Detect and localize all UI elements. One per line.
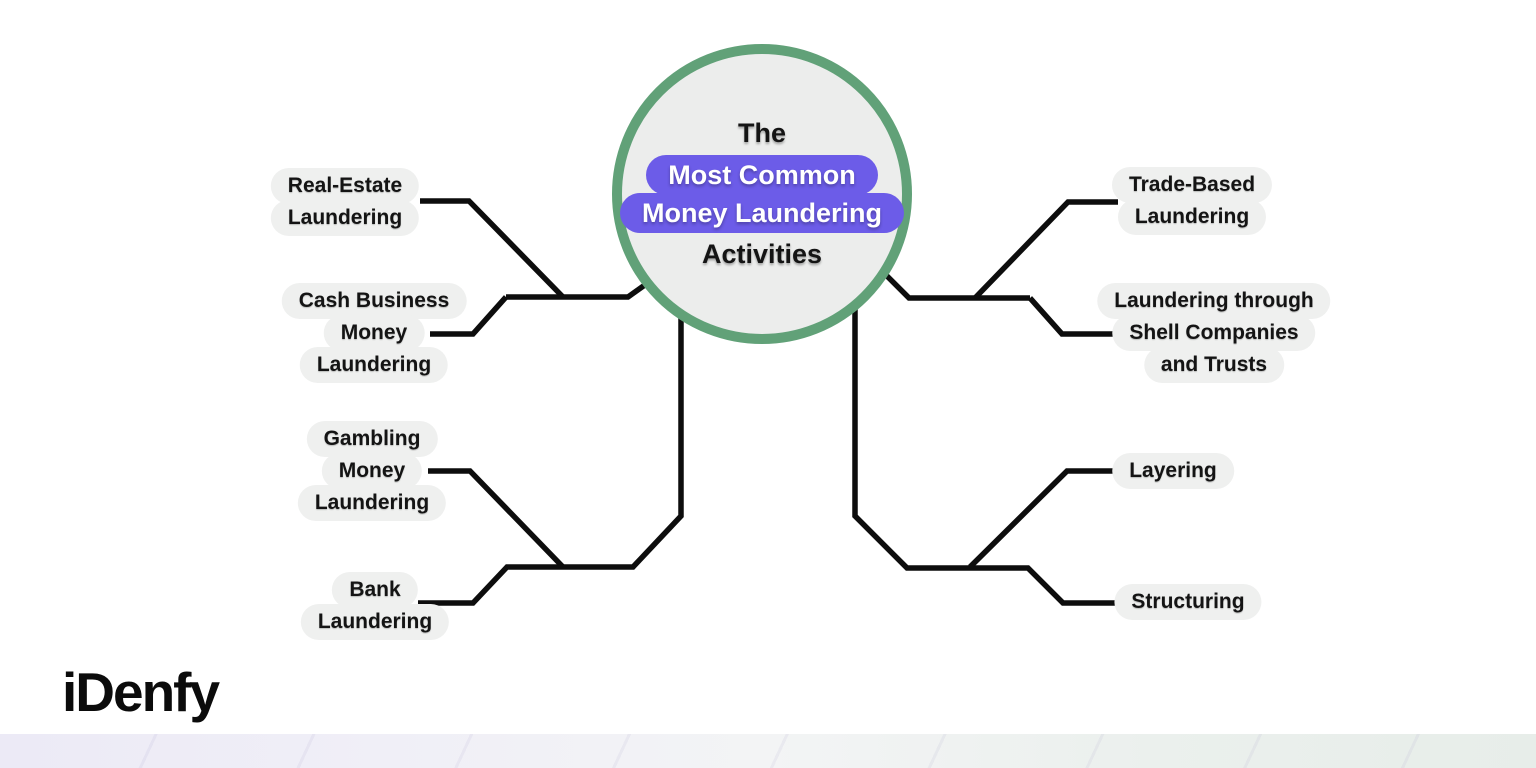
node-structuring: Structuring <box>1114 584 1262 620</box>
central-title-highlight-1: Most Common <box>646 155 878 195</box>
connector-real-estate <box>420 198 565 299</box>
node-layering: Layering <box>1112 453 1234 489</box>
connector-trade-based <box>973 199 1118 300</box>
node-real-estate-laundering: Real-Estate Laundering <box>270 168 420 236</box>
node-label-line: Layering <box>1112 453 1234 489</box>
node-trade-based-laundering: Trade-Based Laundering <box>1111 167 1273 235</box>
node-label-line: Real-Estate <box>270 168 420 204</box>
node-shell-companies-trusts: Laundering through Shell Companies and T… <box>1097 283 1331 383</box>
node-label-line: Structuring <box>1114 584 1262 620</box>
central-title-highlight-2: Money Laundering <box>620 193 905 233</box>
idenfy-logo: iDenfy <box>62 661 220 723</box>
node-label-line: Trade-Based <box>1111 167 1273 203</box>
connector-structuring-trunk <box>852 307 1118 606</box>
central-title-pre: The <box>737 118 786 148</box>
node-label-line: Bank <box>332 572 418 608</box>
connector-shell-companies <box>1027 296 1118 337</box>
connector-left-top-trunk <box>506 274 658 300</box>
node-label-line: Cash Business <box>281 283 467 319</box>
connector-layering <box>968 468 1118 569</box>
node-label-line: Laundering through <box>1097 283 1331 319</box>
connector-bank-trunk <box>418 315 684 606</box>
central-title-post: Activities <box>701 239 823 269</box>
footer-gradient-strip <box>0 734 1536 768</box>
node-label-line: Shell Companies <box>1112 315 1316 351</box>
node-label-line: Laundering <box>299 347 449 383</box>
connector-gambling <box>428 468 565 569</box>
node-label-line: Money <box>323 315 425 351</box>
connector-right-top-trunk <box>882 271 1030 301</box>
node-label-line: Laundering <box>297 485 447 521</box>
node-cash-business-money-laundering: Cash Business Money Laundering <box>281 283 467 383</box>
node-label-line: Laundering <box>1117 199 1267 235</box>
node-label-line: Gambling <box>306 421 438 457</box>
node-bank-laundering: Bank Laundering <box>300 572 450 640</box>
node-label-line: and Trusts <box>1143 347 1285 383</box>
central-topic-circle: The Most Common Money Laundering Activit… <box>612 44 912 344</box>
node-gambling-money-laundering: Gambling Money Laundering <box>297 421 447 521</box>
node-label-line: Laundering <box>270 200 420 236</box>
node-label-line: Laundering <box>300 604 450 640</box>
node-label-line: Money <box>321 453 423 489</box>
connector-cash-business <box>430 295 509 337</box>
